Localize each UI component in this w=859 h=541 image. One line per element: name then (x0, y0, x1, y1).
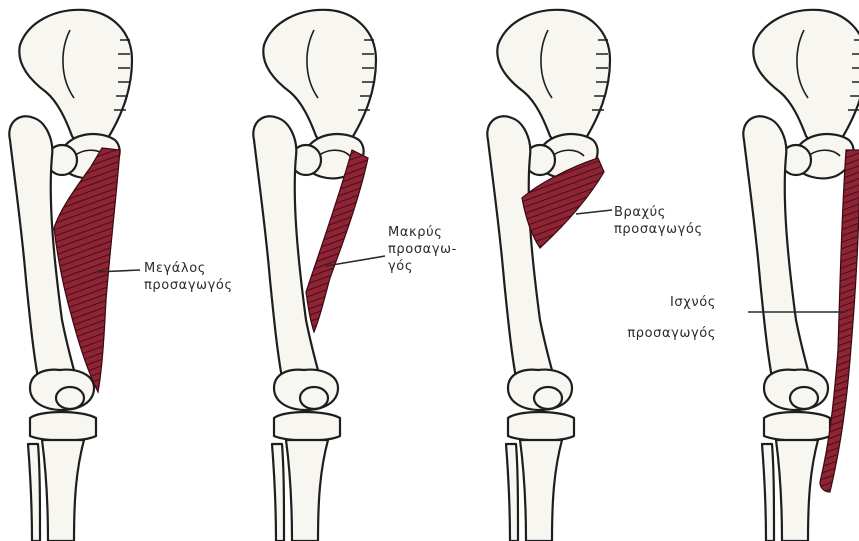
label-gracilis-line2: προσαγωγός (618, 325, 716, 342)
panel-gracilis (743, 10, 859, 541)
label-adductor-magnus: Μεγάλος προσαγωγός (144, 260, 233, 294)
label-adductor-longus-line1: Μακρύς (388, 224, 457, 241)
label-adductor-brevis-line2: προσαγωγός (614, 221, 703, 238)
label-adductor-magnus-line2: προσαγωγός (144, 277, 233, 294)
label-adductor-brevis-line1: Βραχύς (614, 204, 703, 221)
label-adductor-brevis: Βραχύς προσαγωγός (614, 204, 703, 238)
label-gracilis-line1: Ισχνός (670, 294, 716, 311)
panel-adductor-magnus (9, 10, 132, 541)
label-gracilis: Ισχνός προσαγωγός (618, 294, 716, 342)
panel-adductor-brevis (487, 10, 610, 541)
gracilis-muscle (820, 150, 859, 492)
leader-line-brevis (576, 210, 612, 214)
label-adductor-longus-line2: προσαγω- (388, 241, 457, 258)
label-adductor-magnus-line1: Μεγάλος (144, 260, 233, 277)
label-adductor-longus-line3: γός (388, 258, 457, 275)
label-adductor-longus: Μακρύς προσαγω- γός (388, 224, 457, 275)
panel-adductor-longus (253, 10, 376, 541)
